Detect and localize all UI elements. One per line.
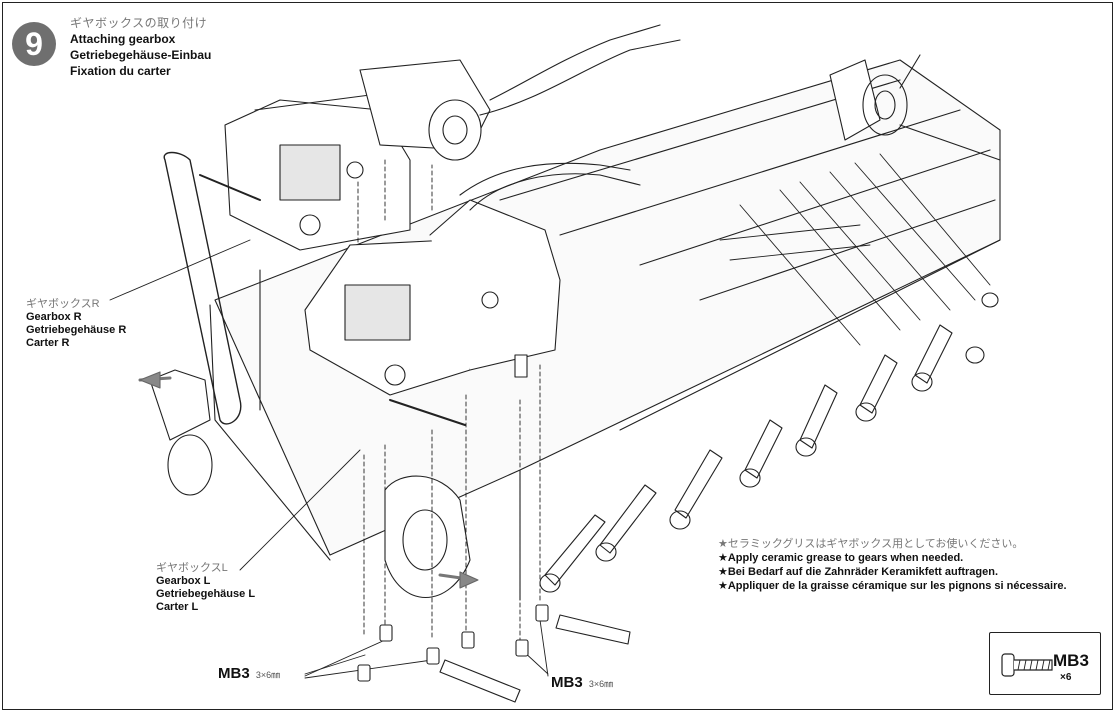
note-french: ★Appliquer de la graisse céramique sur l… (718, 580, 1067, 592)
gearbox-l-english: Gearbox L (156, 575, 211, 587)
mb3-screws (357, 604, 549, 682)
title-german: Getriebegehäuse-Einbau (70, 48, 212, 62)
gearbox-l-french: Carter L (156, 601, 199, 613)
hull-ribs (719, 153, 991, 346)
screw-code-right: MB3 (551, 674, 583, 691)
title-japanese: ギヤボックスの取り付け (70, 16, 208, 30)
parts-count-code: MB3 (1053, 651, 1089, 670)
gearbox-l-drawing (304, 162, 641, 426)
suspension-arms (539, 292, 999, 593)
gearbox-l-german: Getriebegehäuse L (156, 588, 256, 600)
title-english: Attaching gearbox (70, 32, 176, 46)
note-english: ★Apply ceramic grease to gears when need… (718, 552, 964, 564)
screw-callout-right: MB3 3×6㎜ (551, 674, 613, 691)
gearbox-l-japanese: ギヤボックスL (156, 562, 228, 574)
title-french: Fixation du carter (70, 64, 171, 78)
rear-wheel-mount (829, 54, 1001, 161)
step-title: ギヤボックスの取り付け Attaching gearbox Getriebege… (70, 15, 211, 79)
note-japanese: ★セラミックグリスはギヤボックス用としてお使いください。 (718, 538, 1024, 550)
gearbox-r-japanese: ギヤボックスR (26, 298, 100, 310)
screw-guide-lines (357, 159, 541, 641)
step-number-badge: 9 (12, 22, 56, 66)
sprocket-left (138, 369, 477, 598)
gearbox-l-label: ギヤボックスL Gearbox L Getriebegehäuse L Cart… (156, 562, 255, 614)
screw-size-right: 3×6㎜ (588, 679, 614, 689)
gearbox-r-label: ギヤボックスR Gearbox R Getriebegehäuse R Cart… (26, 298, 126, 350)
gearbox-r-german: Getriebegehäuse R (26, 324, 127, 336)
grease-note: ★セラミックグリスはギヤボックス用としてお使いください。 ★Apply cera… (718, 537, 1067, 593)
parts-count-quantity: ×6 (1060, 672, 1072, 683)
gearbox-r-drawing (199, 24, 681, 251)
grease-tube-icons (439, 614, 631, 703)
parts-count-box: MB3 ×6 (989, 632, 1101, 695)
note-german: ★Bei Bedarf auf die Zahnräder Keramikfet… (718, 566, 999, 578)
screw-code-left: MB3 (218, 665, 250, 682)
gearbox-r-french: Carter R (26, 337, 70, 349)
screw-size-left: 3×6㎜ (255, 670, 281, 680)
drive-belt (163, 151, 242, 425)
gearbox-r-english: Gearbox R (26, 311, 82, 323)
screw-icon (1001, 653, 1053, 677)
screw-callout-left: MB3 3×6㎜ (218, 665, 280, 682)
direction-arrows (139, 371, 479, 589)
